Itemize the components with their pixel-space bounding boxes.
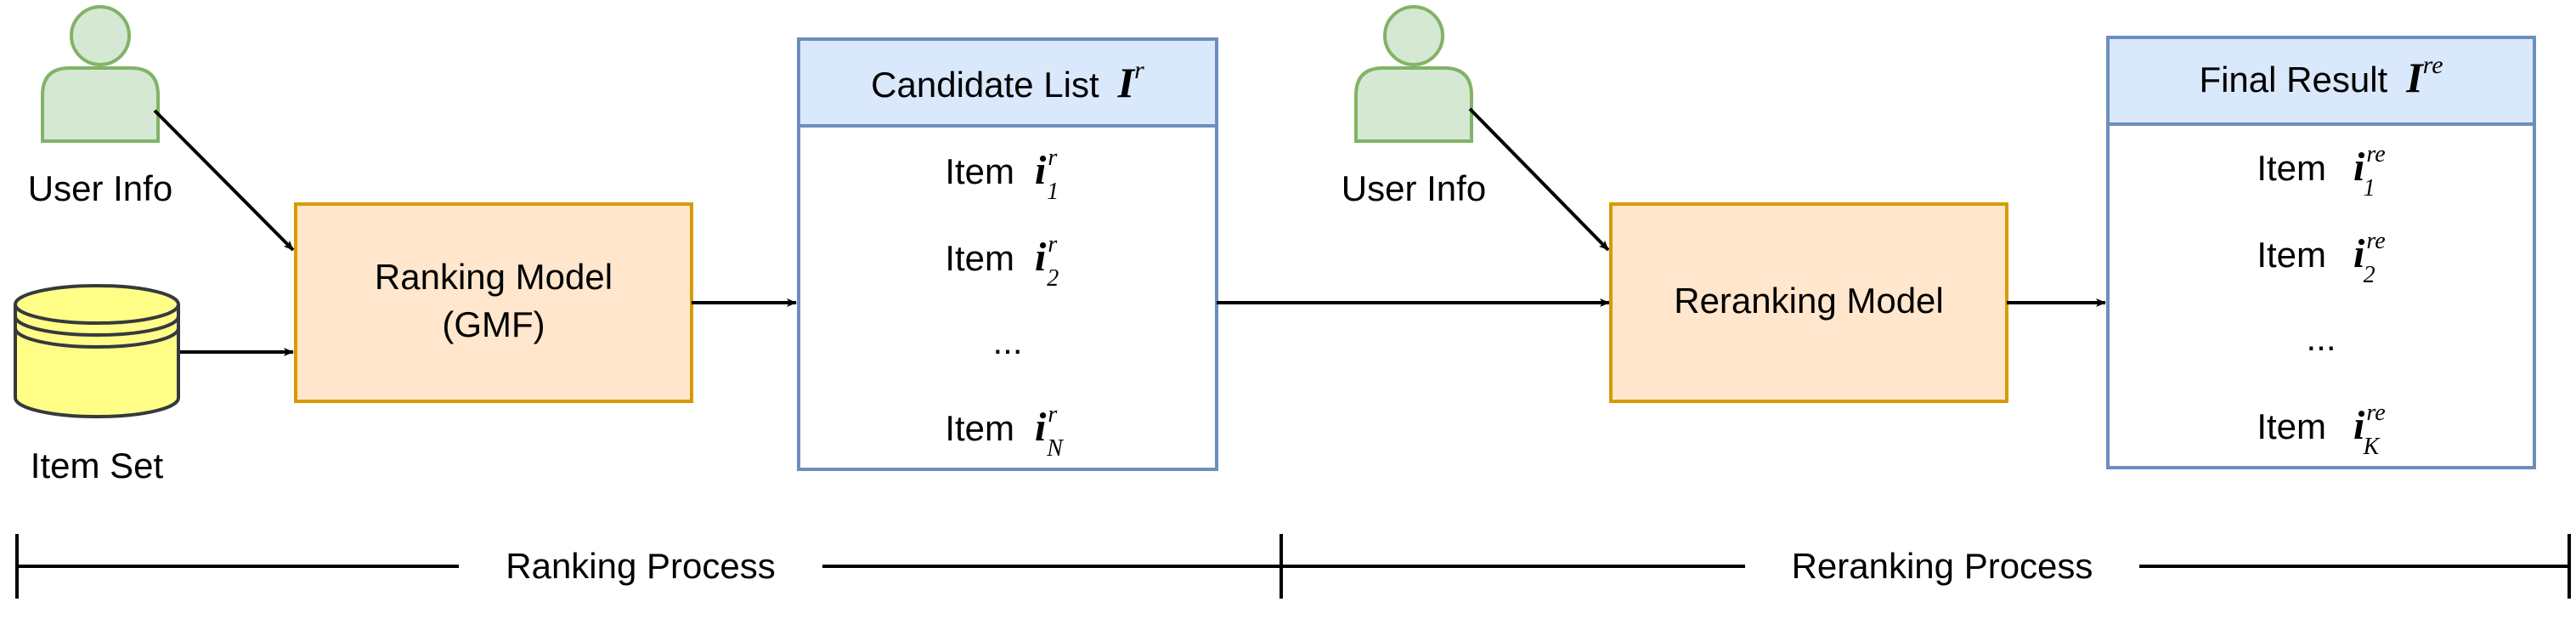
final-item-label: Item <box>2257 406 2326 446</box>
db-ring-2 <box>14 327 180 349</box>
candidate-list-header <box>797 37 1218 128</box>
item-set-database-icon <box>14 284 180 418</box>
user-info-icon-left <box>41 5 160 143</box>
user-body-left <box>41 66 160 143</box>
ranking-model-box <box>294 202 693 403</box>
candidate-ellipsis: ... <box>992 321 1022 361</box>
user-head-right <box>1383 5 1444 66</box>
reranking-process-label: Reranking Process <box>1792 546 2093 586</box>
ranking-model-label: Ranking Model <box>375 257 613 297</box>
user-info-icon-right <box>1354 5 1473 143</box>
candidate-item-label: Item <box>945 238 1014 278</box>
user-info-label-right: User Info <box>1342 168 1486 208</box>
db-top <box>14 284 180 325</box>
final-item-label: Item <box>2257 148 2326 188</box>
candidate-item-label: Item <box>945 408 1014 448</box>
arrow-user-to-reranking <box>1468 107 1610 252</box>
final-item-label: Item <box>2257 235 2326 275</box>
item-set-label: Item Set <box>31 446 164 486</box>
reranking-model-label: Reranking Model <box>1674 281 1944 321</box>
user-info-label-left: User Info <box>28 168 172 208</box>
candidate-item-label: Item <box>945 151 1014 191</box>
ranking-process-label: Ranking Process <box>506 546 775 586</box>
final-ellipsis: ... <box>2306 318 2336 358</box>
user-body-right <box>1354 66 1473 143</box>
reranking-model-box <box>1609 202 2008 403</box>
final-item-ellipsis: ... <box>2306 318 2336 358</box>
db-ring-1 <box>14 315 180 337</box>
final-result-body <box>2106 122 2536 469</box>
candidate-list-body <box>797 124 1218 471</box>
user-head-left <box>70 5 131 66</box>
arrow-user-to-ranking <box>153 109 295 252</box>
process-timeline: Ranking Process Reranking Process <box>15 534 2571 599</box>
ranking-model-sublabel: (GMF) <box>442 304 545 344</box>
candidate-item-ellipsis: ... <box>992 321 1022 361</box>
